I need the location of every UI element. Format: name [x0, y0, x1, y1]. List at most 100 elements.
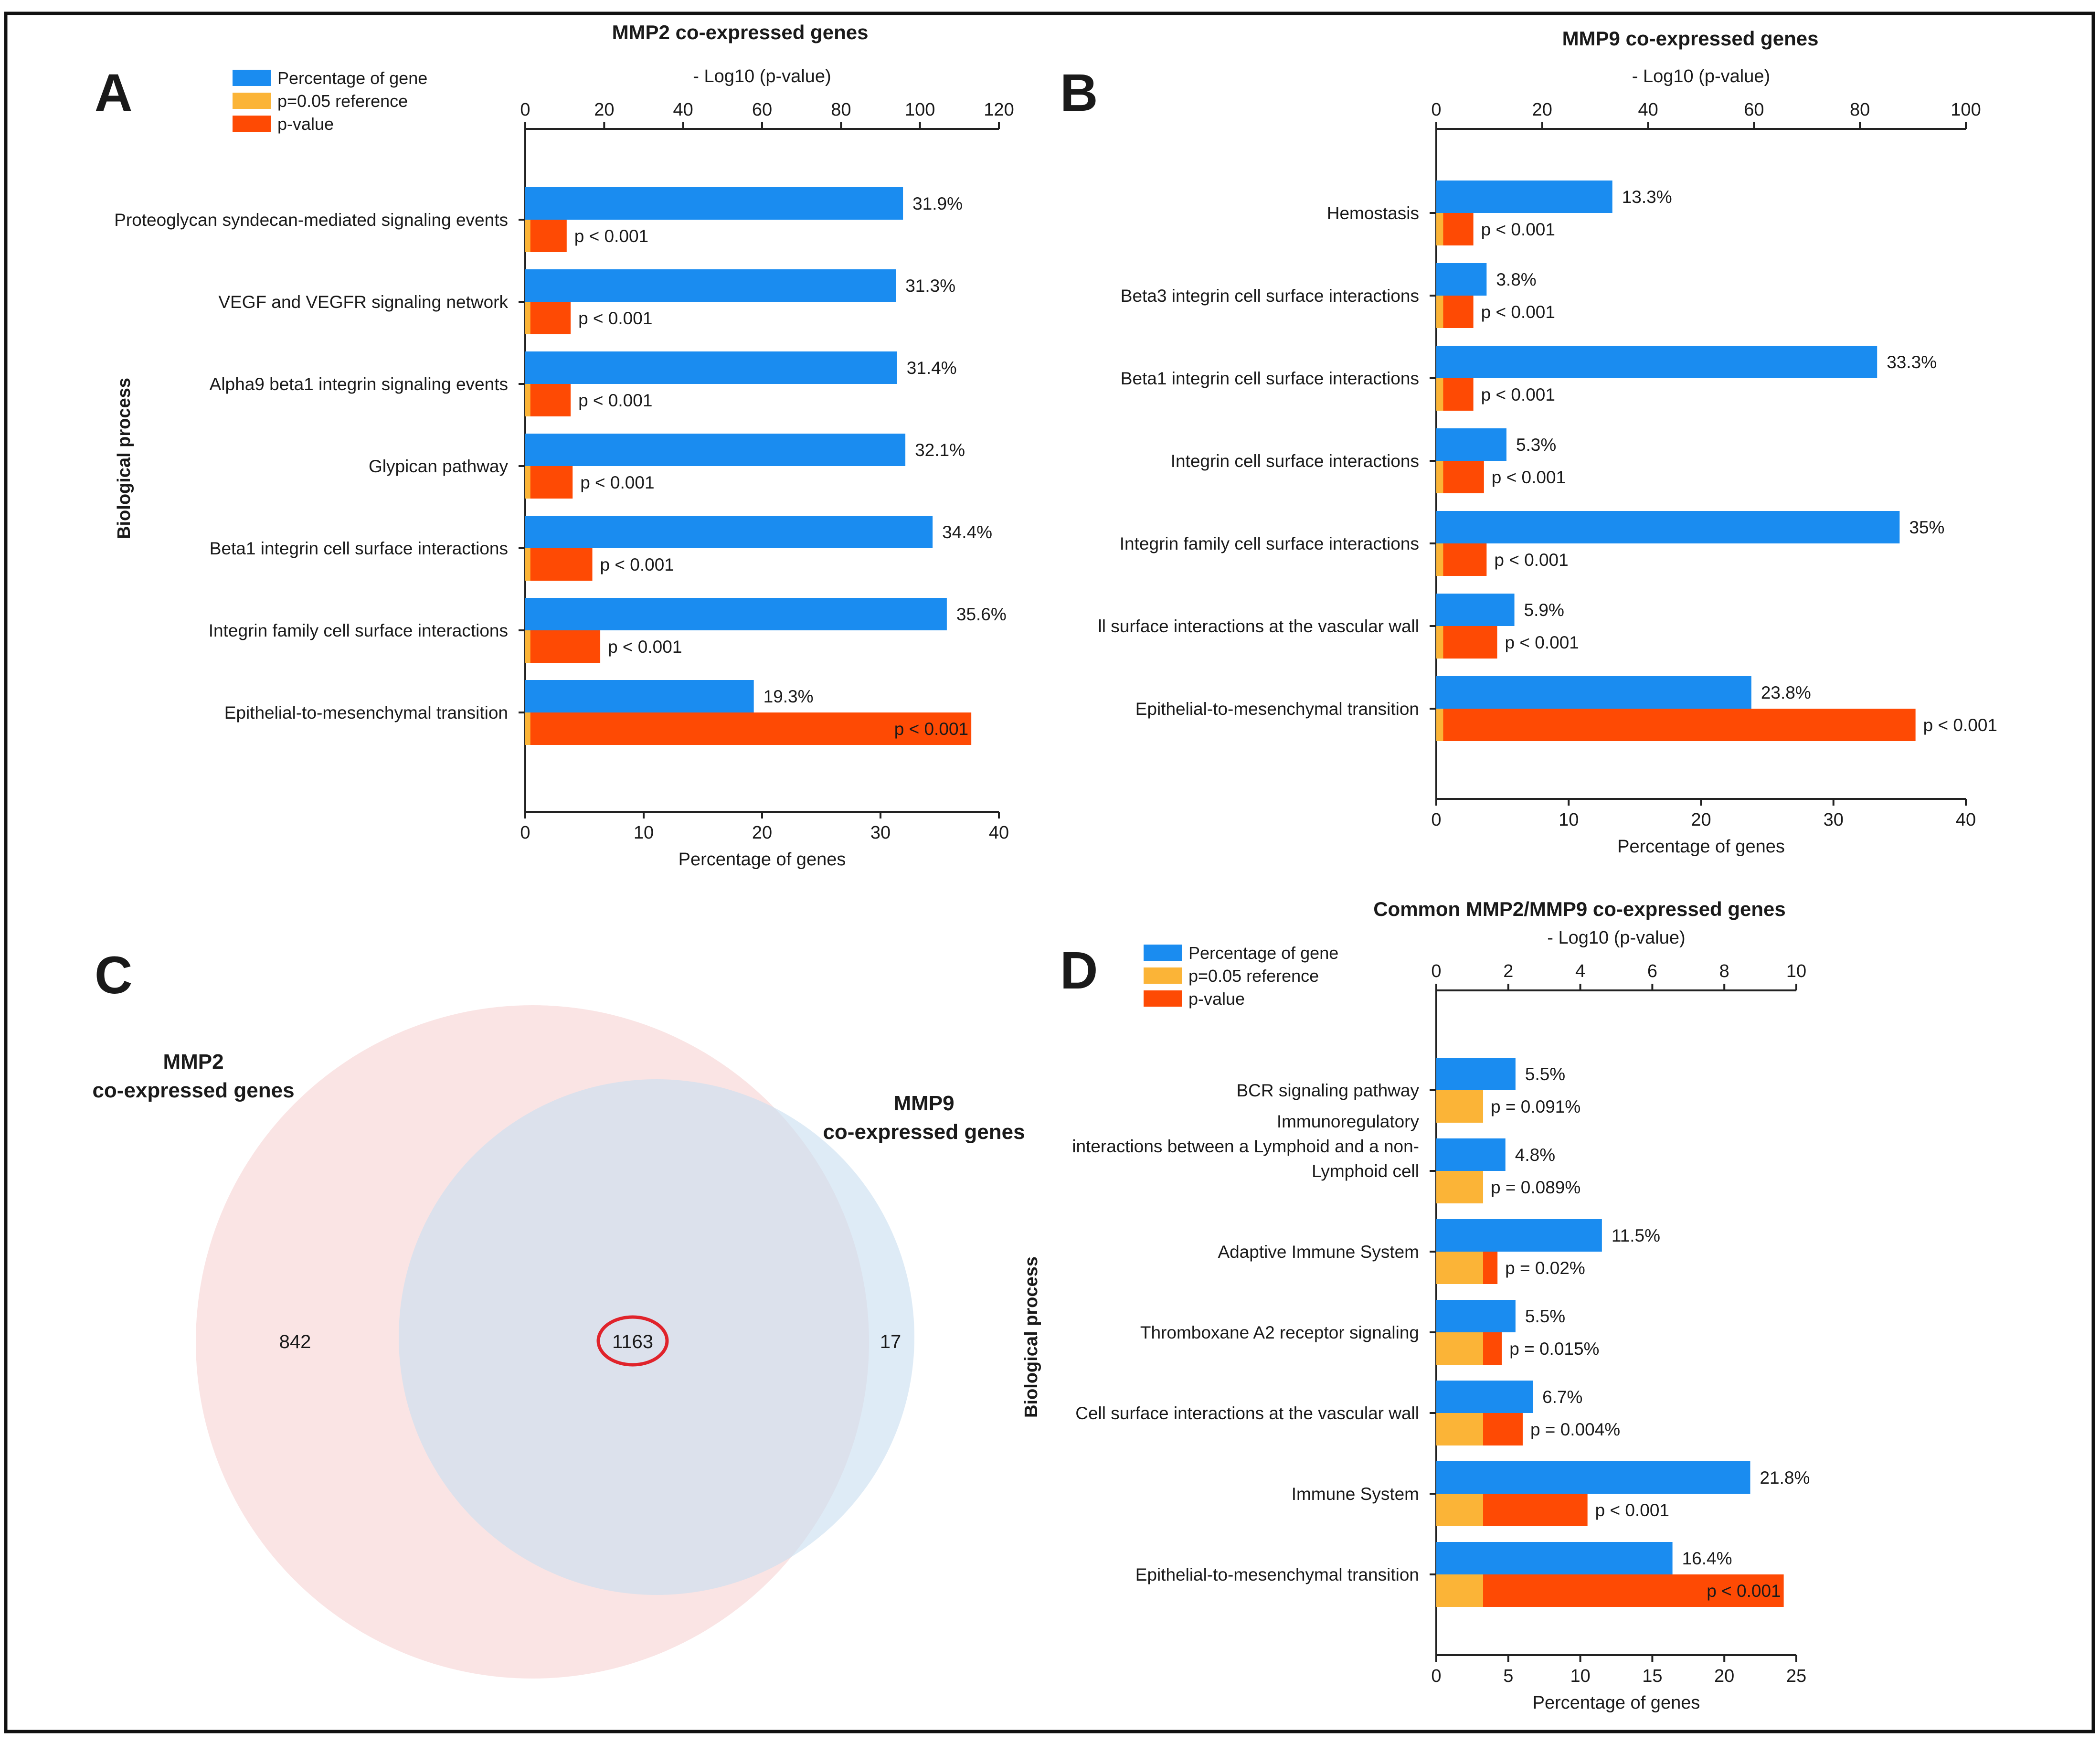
panel-a-top-tick-label: 60 — [752, 100, 772, 120]
panel-a-top-tick-label: 0 — [520, 100, 530, 120]
panel-b-title: MMP9 co-expressed genes — [1562, 27, 1819, 50]
panel-a-y-axis-title: Biological process — [114, 378, 134, 539]
panel-d-category-label: Lymphoid cell — [1312, 1161, 1419, 1181]
panel-d-label-percentage: 4.8% — [1515, 1145, 1555, 1165]
panel-d-bar-percentage — [1436, 1381, 1533, 1413]
panel-b-bar-reference — [1436, 296, 1443, 328]
panel-d-top-tick-label: 4 — [1575, 961, 1585, 981]
panel-b-bottom-tick-label: 30 — [1824, 810, 1844, 830]
venn-label-mmp2-line2: co-expressed genes — [92, 1079, 294, 1102]
panel-a-label-percentage: 35.6% — [956, 605, 1007, 624]
panel-d-bottom-tick-label: 0 — [1431, 1666, 1441, 1686]
panel-d-category-label: Epithelial-to-mesenchymal transition — [1135, 1565, 1419, 1584]
panel-d-category-label: Immune System — [1292, 1484, 1419, 1504]
panel-b-bar-pvalue — [1436, 626, 1497, 659]
panel-letter-b: B — [1060, 64, 1098, 122]
panel-d-label-pvalue: p < 0.001 — [1707, 1581, 1781, 1601]
panel-b-bar-pvalue — [1436, 461, 1484, 493]
panel-a-bar-reference — [525, 466, 530, 499]
panel-b-top-tick-label: 60 — [1744, 100, 1764, 120]
panel-d-bar-percentage — [1436, 1300, 1516, 1332]
panel-a-bar-pvalue — [525, 712, 972, 745]
panel-letter-c: C — [95, 946, 132, 1005]
panel-d-label-pvalue: p = 0.02% — [1505, 1258, 1585, 1278]
panel-a-bottom-tick-label: 10 — [634, 823, 654, 843]
panel-a-bar-reference — [525, 220, 530, 252]
panel-b-category-label: Beta1 integrin cell surface interactions — [1121, 369, 1419, 388]
panel-a-label-pvalue: p < 0.001 — [608, 637, 682, 657]
panel-a-category-label: Beta1 integrin cell surface interactions — [210, 539, 508, 558]
panel-b-bar-pvalue — [1436, 543, 1487, 576]
panel-a-bottom-axis-title: Percentage of genes — [679, 850, 846, 870]
panel-b-label-pvalue: p < 0.001 — [1481, 302, 1555, 322]
panel-a-top-tick-label: 120 — [984, 100, 1014, 120]
panel-a-label-percentage: 19.3% — [764, 687, 814, 706]
panel-d-label-percentage: 21.8% — [1760, 1468, 1810, 1488]
panel-a-bar-percentage — [525, 187, 903, 220]
panel-b-bar-reference — [1436, 461, 1443, 493]
panel-a-bar-pvalue — [525, 384, 571, 416]
panel-a-bar-pvalue — [525, 466, 573, 499]
panel-d-category-label: interactions between a Lymphoid and a no… — [1072, 1137, 1419, 1156]
panel-a-bar-reference — [525, 302, 530, 334]
panel-a-legend-label: p-value — [277, 114, 334, 134]
panel-d-top-tick-label: 8 — [1719, 961, 1729, 981]
panel-d-bar-reference — [1436, 1171, 1484, 1203]
panel-letter-d: D — [1060, 941, 1098, 1000]
panel-a-category-label: Glypican pathway — [369, 457, 509, 476]
panel-d-bottom-tick-label: 15 — [1642, 1666, 1662, 1686]
panel-d-bar-reference — [1436, 1090, 1484, 1123]
panel-a-bottom-tick-label: 30 — [870, 823, 891, 843]
panel-b-bar-percentage — [1436, 676, 1751, 709]
panel-a-bar-reference — [525, 384, 530, 416]
panel-a-bar-percentage — [525, 269, 896, 302]
panel-a-bar-reference — [525, 712, 530, 745]
panel-a-bottom-tick-label: 40 — [989, 823, 1009, 843]
panel-d-bottom-tick-label: 25 — [1786, 1666, 1806, 1686]
panel-b-category-label: Integrin family cell surface interaction… — [1120, 534, 1419, 553]
panel-d-bar-pvalue — [1436, 1574, 1784, 1607]
panel-d-top-tick-label: 2 — [1503, 961, 1513, 981]
panel-d-label-percentage: 6.7% — [1542, 1387, 1582, 1407]
panel-d-title: Common MMP2/MMP9 co-expressed genes — [1373, 898, 1786, 920]
panel-d-label-pvalue: p = 0.089% — [1491, 1178, 1580, 1197]
panel-a-top-tick-label: 80 — [831, 100, 851, 120]
panel-b-bottom-tick-label: 20 — [1691, 810, 1711, 830]
figure-border — [4, 11, 2095, 1733]
panel-d-legend-swatch — [1144, 990, 1182, 1007]
panel-d-label-percentage: 5.5% — [1525, 1064, 1565, 1084]
panel-a-label-pvalue: p < 0.001 — [580, 473, 654, 492]
panel-a-bottom-tick-label: 20 — [752, 823, 772, 843]
panel-d-bar-percentage — [1436, 1219, 1602, 1252]
panel-a-top-axis-title: - Log10 (p-value) — [693, 66, 831, 86]
panel-b-category-label: Beta3 integrin cell surface interactions — [1121, 286, 1419, 306]
venn-count-mmp2-only: 842 — [279, 1331, 311, 1352]
panel-b-category-label: Hemostasis — [1327, 203, 1419, 223]
panel-d-legend-swatch — [1144, 945, 1182, 961]
panel-d-legend-label: p=0.05 reference — [1188, 966, 1319, 986]
panel-a-label-percentage: 32.1% — [915, 440, 965, 460]
panel-a-category-label: VEGF and VEGFR signaling network — [218, 292, 508, 312]
panel-a-label-pvalue: p < 0.001 — [894, 719, 968, 739]
venn-diagram: MMP2 co-expressed genes MMP9 co-expresse… — [92, 1005, 1025, 1679]
venn-count-overlap: 1163 — [612, 1331, 653, 1352]
panel-d-bar-reference — [1436, 1574, 1484, 1607]
panel-b-top-tick-label: 20 — [1532, 100, 1552, 120]
panel-b-bar-percentage — [1436, 346, 1877, 378]
panel-d-bar-reference — [1436, 1413, 1484, 1445]
panel-b-top-tick-label: 80 — [1850, 100, 1870, 120]
panel-b-top-tick-label: 100 — [1951, 100, 1981, 120]
panel-a-label-percentage: 31.4% — [907, 358, 957, 378]
panel-b-category-label: Epithelial-to-mesenchymal transition — [1135, 699, 1419, 719]
panel-a-legend-swatch — [233, 93, 271, 109]
panel-a-legend-label: p=0.05 reference — [277, 91, 408, 111]
panel-a-bar-pvalue — [525, 220, 567, 252]
panel-a-legend-swatch — [233, 70, 271, 86]
panel-b-label-percentage: 3.8% — [1496, 270, 1536, 289]
panel-a-bottom-tick-label: 0 — [520, 823, 530, 843]
panel-d-bottom-axis-title: Percentage of genes — [1533, 1693, 1700, 1713]
panel-d-bar-percentage — [1436, 1058, 1516, 1090]
panel-d-bar-percentage — [1436, 1542, 1673, 1574]
panel-b-bottom-axis-title: Percentage of genes — [1617, 837, 1785, 857]
panel-b-bar-percentage — [1436, 511, 1900, 543]
